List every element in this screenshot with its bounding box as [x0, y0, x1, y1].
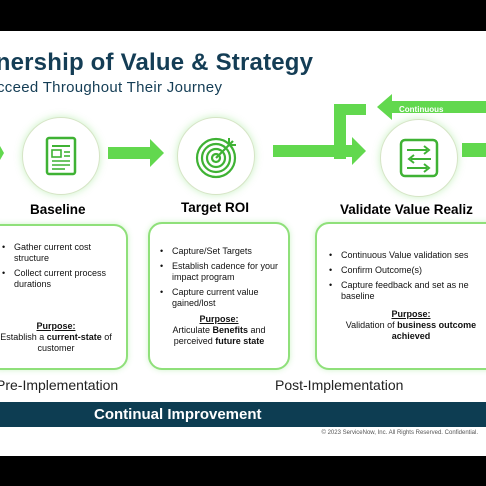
list-item: Capture feedback and set as ne baseline [329, 280, 486, 302]
arrow-continuous-loop [377, 94, 486, 120]
list-item: Continuous Value validation ses [329, 250, 486, 261]
list-item: Capture/Set Targets [160, 246, 280, 257]
stage-title-target-roi: Target ROI [181, 200, 250, 215]
purpose-label: Purpose: [199, 314, 239, 324]
target-roi-icon-circle [177, 117, 255, 195]
checklist-arrows-icon [399, 138, 439, 178]
baseline-purpose: Purpose: Establish a current-state of cu… [0, 321, 116, 354]
phase-pre-implementation: Pre-Implementation [0, 377, 119, 393]
baseline-icon-circle [22, 117, 100, 195]
continual-improvement-label: Continual Improvement [94, 406, 262, 423]
slide-title: rtnership of Value & Strategy [0, 49, 314, 76]
continuous-label: Continuous [399, 105, 444, 114]
list-item: Collect current process durations [2, 268, 112, 290]
purpose-label: Purpose: [36, 321, 76, 331]
baseline-bullets: Gather current cost structure Collect cu… [2, 242, 112, 294]
list-item: Capture current value gained/lost [160, 287, 280, 309]
stage-title-baseline: Baseline [30, 202, 86, 217]
flow-arrows [0, 94, 486, 167]
list-item: Gather current cost structure [2, 242, 112, 264]
list-item: Establish cadence for your impact progra… [160, 261, 280, 283]
purpose-label: Purpose: [391, 309, 431, 319]
validate-bullets: Continuous Value validation ses Confirm … [329, 250, 486, 306]
target-roi-purpose: Purpose: Articulate Benefits and perceiv… [156, 314, 282, 347]
continual-improvement-bar: Continual Improvement [0, 402, 486, 427]
arrow-left-edge [0, 146, 4, 160]
copyright-notice: © 2023 ServiceNow, Inc. All Rights Reser… [321, 430, 479, 436]
presentation-slide: rtnership of Value & Strategy cceed Thro… [0, 31, 486, 456]
arrow-continuous-up [334, 104, 366, 159]
arrow-right-edge [462, 143, 486, 157]
document-icon [45, 136, 77, 176]
validate-icon-circle [380, 119, 458, 197]
arrow-baseline-to-target [108, 139, 164, 167]
target-icon [195, 137, 237, 179]
phase-post-implementation: Post-Implementation [275, 377, 404, 393]
arrow-target-to-validate [273, 137, 366, 165]
list-item: Confirm Outcome(s) [329, 265, 486, 276]
target-roi-bullets: Capture/Set Targets Establish cadence fo… [160, 246, 280, 313]
stage-title-validate: Validate Value Realiz [340, 202, 473, 217]
slide-subtitle: cceed Throughout Their Journey [0, 79, 223, 96]
